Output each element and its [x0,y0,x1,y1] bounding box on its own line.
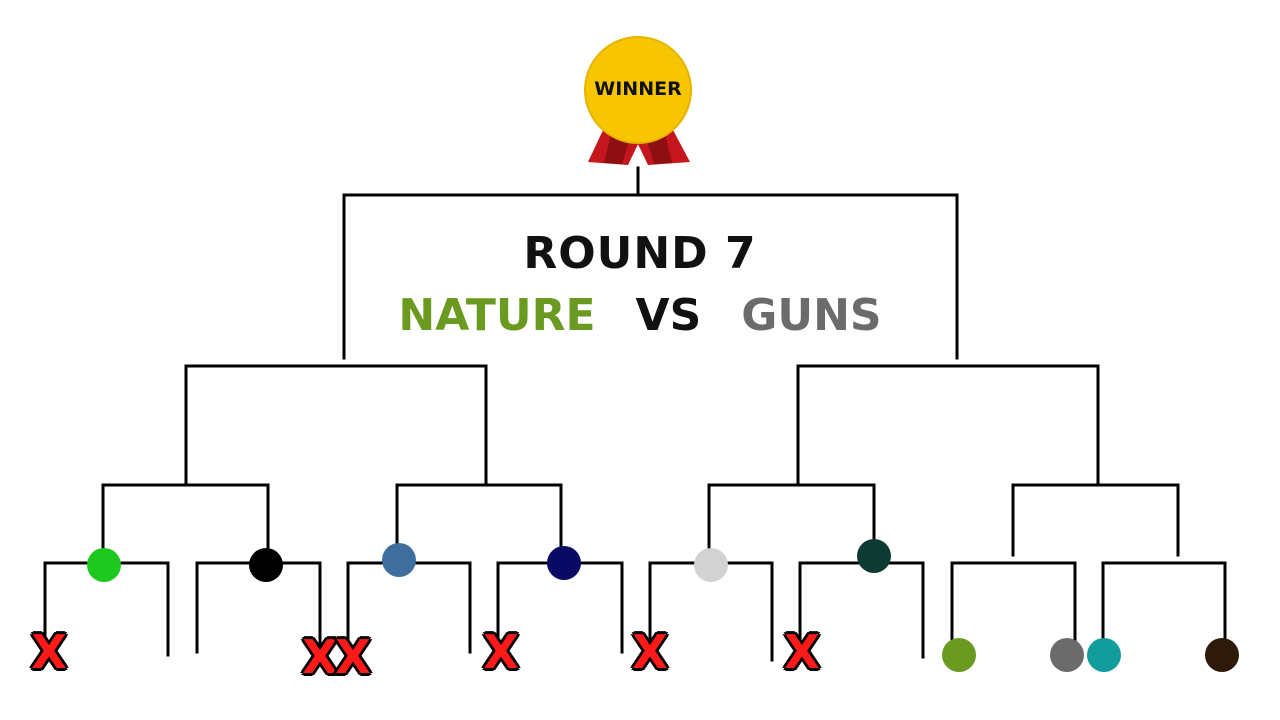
matchup-heading: NATURE VS GUNS [0,290,1280,341]
contestant-dot [249,548,283,582]
contestant-dot [382,543,416,577]
contestant-dot [857,539,891,573]
contestant-dot [87,548,121,582]
matchup-left: NATURE [398,290,596,341]
medal-label: WINNER [594,78,682,100]
eliminated-mark: X [335,630,371,684]
matchup-vs: VS [635,290,702,341]
contestant-dot [547,546,581,580]
eliminated-mark: X [632,625,668,679]
eliminated-mark: X [483,625,519,679]
matchup-right: GUNS [741,290,882,341]
contestant-dot [1205,638,1239,672]
round-title: ROUND 7 [523,228,757,279]
contestant-dot [694,548,728,582]
contestant-dot [942,638,976,672]
eliminated-mark: X [302,630,338,684]
eliminated-mark: X [31,625,67,679]
medal-disc [584,36,692,144]
eliminated-mark: X [784,625,820,679]
contestant-dot [1087,638,1121,672]
winner-medal [584,36,692,165]
contestant-dot [1050,638,1084,672]
